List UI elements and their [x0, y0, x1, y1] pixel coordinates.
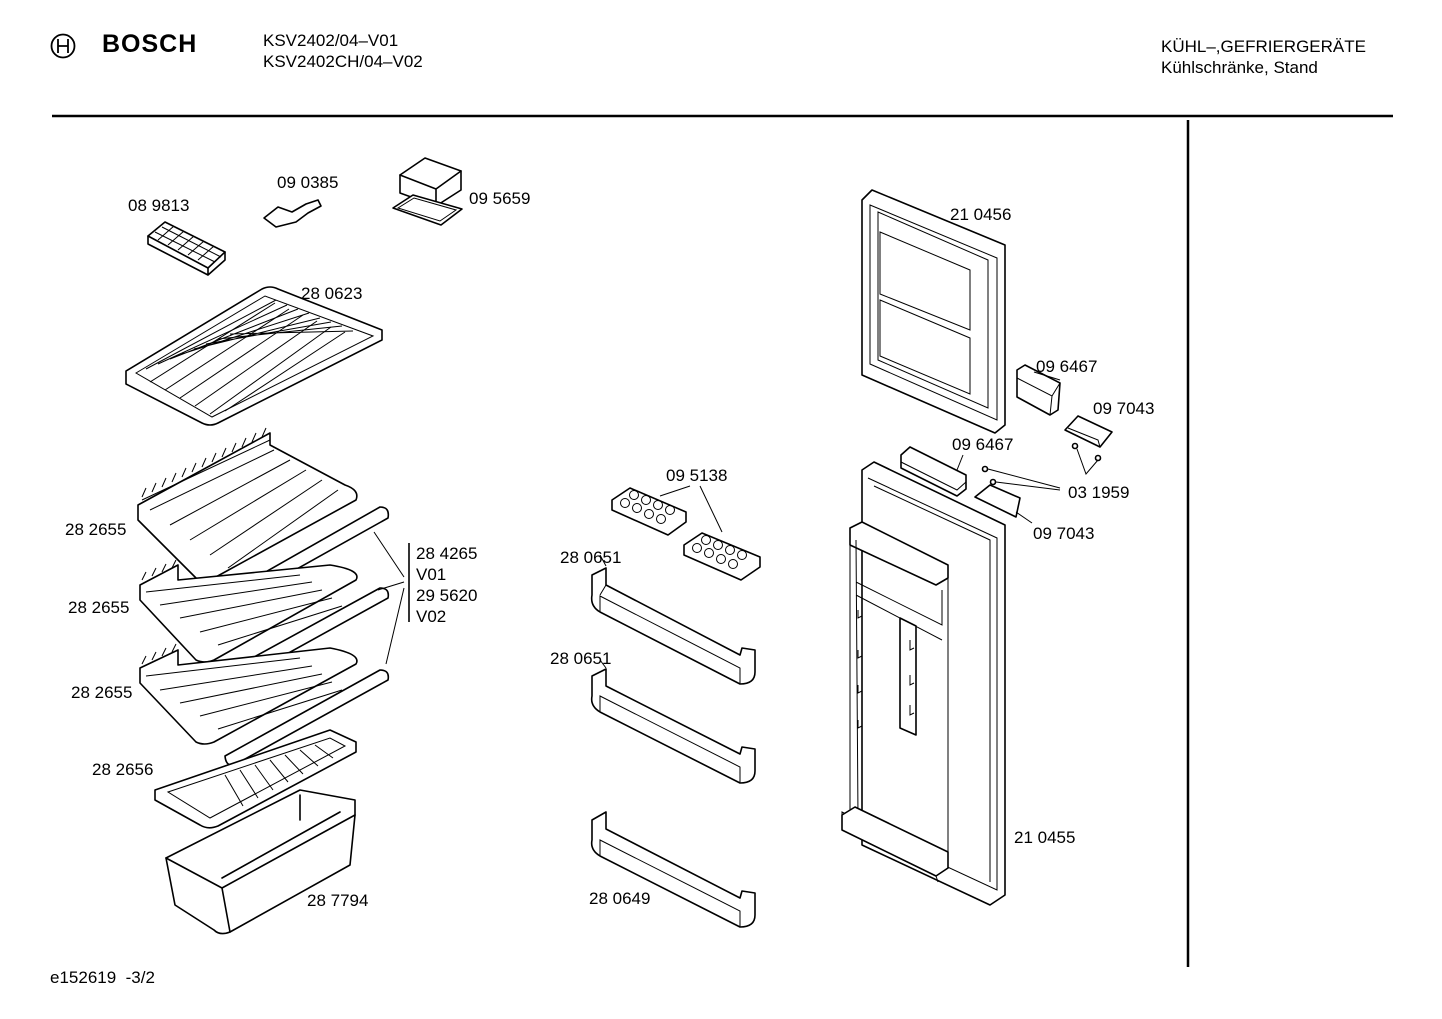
ice-scraper-drawing [263, 199, 322, 228]
variant-label-v02: V02 [416, 607, 447, 626]
part-number-hinge-bracket-mid: 09 7043 [1033, 524, 1095, 543]
part-number-shelf-trim-b: 29 5620 [416, 586, 478, 605]
freezer-door-drawing [861, 189, 1006, 434]
egg-tray-leaders [659, 485, 723, 533]
part-number-crisper-drawer: 28 7794 [307, 891, 369, 910]
part-number-scraper: 09 0385 [277, 173, 339, 192]
egg-tray-1-drawing [611, 487, 687, 536]
freezer-box-drawing [392, 157, 463, 226]
bosch-logo-icon [50, 33, 76, 59]
door-shelf-1-drawing [590, 567, 756, 685]
hinge-bracket-top-drawing [1064, 415, 1113, 448]
doc-id: e152619 [50, 968, 117, 987]
part-number-glass-shelf-3: 28 2655 [71, 683, 133, 702]
model-number-1: KSV2402/04–V01 [263, 31, 399, 50]
part-number-freezer-door: 21 0456 [950, 205, 1012, 224]
crisper-drawer-drawing [165, 789, 356, 935]
part-number-door-shelf-1: 28 0651 [560, 548, 622, 567]
shelf-trim-leaders [373, 531, 410, 665]
ice-tray-drawing [147, 221, 226, 276]
part-number-glass-shelf-2: 28 2655 [68, 598, 130, 617]
crisper-cover-drawing [154, 729, 357, 829]
part-number-fridge-door: 21 0455 [1014, 828, 1076, 847]
hinge-bracket-mid-drawing [974, 484, 1033, 524]
part-number-hinge-bracket-top: 09 7043 [1093, 399, 1155, 418]
brand-name: BOSCH [102, 30, 198, 58]
part-number-door-shelf-3: 28 0649 [589, 889, 651, 908]
category-title: KÜHL–,GEFRIERGERÄTE [1161, 37, 1366, 56]
fridge-door-drawing [841, 461, 1006, 906]
part-number-shelf-trim-a: 28 4265 [416, 544, 478, 563]
screws-drawing [981, 442, 1102, 491]
hinge-cover-top-drawing [1016, 364, 1061, 416]
part-number-hinge-cover-top: 09 6467 [1036, 357, 1098, 376]
door-shelf-leaders [599, 554, 607, 669]
wire-shelf-drawing [125, 286, 383, 426]
part-number-screw: 03 1959 [1068, 483, 1130, 502]
page-number: -3/2 [125, 968, 155, 987]
part-number-freezer-box: 09 5659 [469, 189, 531, 208]
model-number-2: KSV2402CH/04–V02 [263, 52, 423, 71]
variant-label-v01: V01 [416, 565, 447, 584]
glass-shelf-3-drawing [139, 643, 390, 766]
category-subtitle: Kühlschränke, Stand [1161, 58, 1318, 77]
part-number-ice-tray: 08 9813 [128, 196, 190, 215]
part-number-egg-tray: 09 5138 [666, 466, 728, 485]
hinge-cover-mid-drawing [900, 446, 967, 497]
part-number-wire-shelf: 28 0623 [301, 284, 363, 303]
part-number-crisper-cover: 28 2656 [92, 760, 154, 779]
part-number-door-shelf-2: 28 0651 [550, 649, 612, 668]
door-shelf-3-drawing [590, 811, 756, 928]
door-shelf-2-drawing [590, 668, 756, 784]
footer-doc-id: e152619 -3/2 [50, 968, 155, 988]
part-number-glass-shelf-1: 28 2655 [65, 520, 127, 539]
egg-tray-2-drawing [683, 532, 761, 581]
part-number-hinge-cover-mid: 09 6467 [952, 435, 1014, 454]
